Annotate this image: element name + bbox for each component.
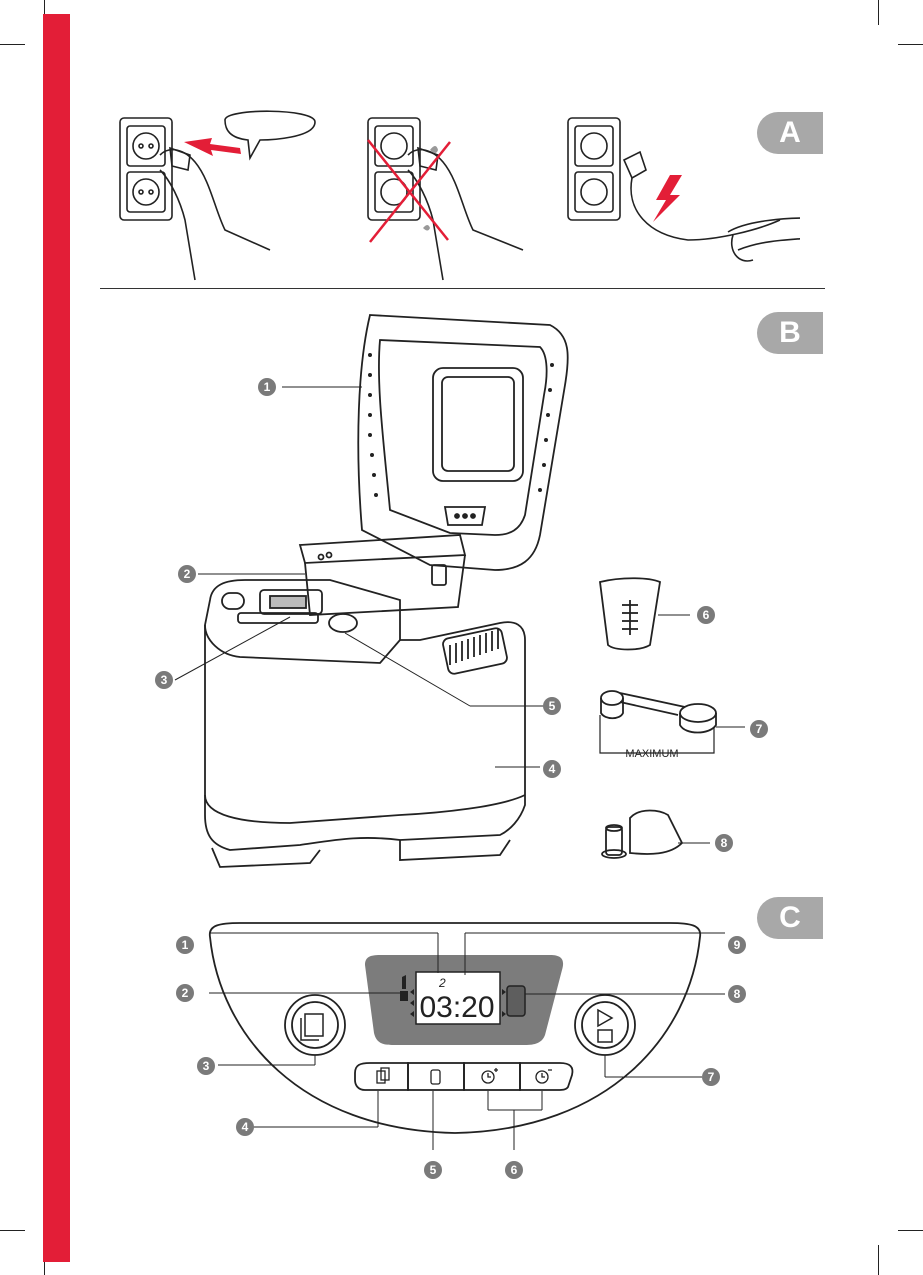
bread-maker-overview: MAXIMUM bbox=[100, 295, 800, 895]
callout-c-7: 7 bbox=[702, 1068, 720, 1086]
callout-c-1: 1 bbox=[176, 936, 194, 954]
red-edge-strip bbox=[43, 14, 70, 1262]
crust-icon bbox=[431, 1070, 440, 1084]
control-panel-diagram: 2 03:20 bbox=[180, 915, 740, 1185]
crop-mark bbox=[898, 44, 923, 45]
appliance-body bbox=[205, 580, 525, 867]
callout-b-8: 8 bbox=[715, 834, 733, 852]
callout-c-4: 4 bbox=[236, 1118, 254, 1136]
callout-c-6: 6 bbox=[505, 1161, 523, 1179]
crop-mark bbox=[0, 1230, 25, 1231]
spoon-maximum-label: MAXIMUM bbox=[625, 748, 678, 760]
lcd-time: 03:20 bbox=[419, 991, 494, 1024]
crop-mark bbox=[878, 1245, 879, 1275]
callout-b-5: 5 bbox=[543, 697, 561, 715]
bread-pan bbox=[300, 535, 465, 615]
wall-socket-icon bbox=[120, 118, 172, 220]
kneading-paddle-icon bbox=[602, 811, 682, 859]
lid-vents bbox=[368, 353, 554, 497]
callout-c-2: 2 bbox=[176, 984, 194, 1002]
hand-icon bbox=[160, 150, 270, 250]
crop-mark bbox=[44, 0, 45, 14]
callout-c-5: 5 bbox=[424, 1161, 442, 1179]
measuring-spoon-icon bbox=[600, 691, 716, 753]
plug-icon bbox=[624, 152, 646, 178]
crop-mark bbox=[878, 0, 879, 25]
callout-b-7: 7 bbox=[750, 720, 768, 738]
callout-b-1: 1 bbox=[258, 378, 276, 396]
lightning-icon bbox=[653, 175, 682, 222]
start-stop-icon bbox=[598, 1010, 612, 1042]
callout-b-2: 2 bbox=[178, 565, 196, 583]
arrow-icon bbox=[184, 138, 241, 156]
lcd-program-number: 2 bbox=[438, 976, 446, 990]
callout-c-8: 8 bbox=[728, 985, 746, 1003]
callout-b-6: 6 bbox=[697, 606, 715, 624]
safety-illustrations bbox=[100, 100, 800, 285]
section-tab-c: C bbox=[757, 897, 823, 939]
indicator-slot bbox=[507, 986, 525, 1016]
lid bbox=[358, 315, 567, 570]
callout-b-3: 3 bbox=[155, 671, 173, 689]
menu-book-icon bbox=[301, 1014, 323, 1040]
callout-b-4: 4 bbox=[543, 760, 561, 778]
measuring-cup-icon bbox=[600, 578, 660, 649]
callout-c-3: 3 bbox=[197, 1057, 215, 1075]
crop-mark bbox=[0, 44, 25, 45]
crop-mark bbox=[898, 1230, 923, 1231]
crop-mark bbox=[44, 1262, 45, 1275]
section-divider bbox=[100, 288, 825, 289]
callout-c-9: 9 bbox=[728, 936, 746, 954]
